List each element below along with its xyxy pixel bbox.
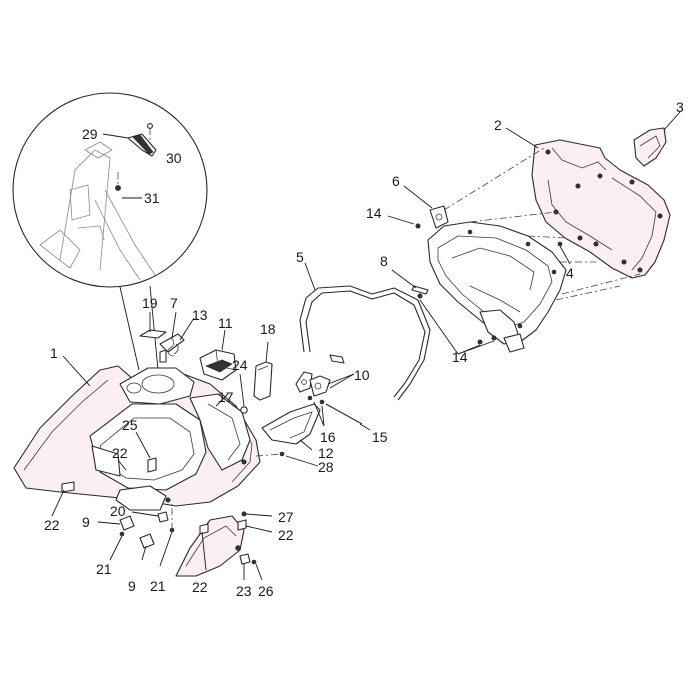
screw-part-28	[255, 451, 319, 467]
callout-26: 26	[258, 583, 274, 599]
callout-22a: 22	[44, 517, 60, 533]
callout-21a: 21	[96, 561, 112, 577]
lower-spoiler	[175, 515, 245, 577]
callout-3: 3	[676, 99, 684, 115]
callout-22d: 22	[278, 527, 294, 543]
callout-22c: 22	[192, 579, 208, 595]
screws-part-14	[387, 215, 497, 355]
screws-part-21	[109, 504, 175, 567]
parts-23-26	[239, 553, 263, 581]
callout-20: 20	[110, 503, 126, 519]
detail-magnifier	[12, 92, 208, 371]
clip-part-4	[557, 241, 571, 265]
relay-part-11	[199, 329, 237, 381]
alignment-lines-6-2	[443, 147, 641, 301]
callout-22b: 22	[112, 445, 128, 461]
clips-part-9	[97, 515, 155, 561]
rod-part-15	[325, 403, 371, 431]
holder-part-18	[253, 341, 273, 401]
tray-part-12	[261, 403, 321, 451]
callout-9a: 9	[82, 514, 90, 530]
screw-part-27	[241, 511, 273, 517]
inner-fairing-part-6	[427, 205, 567, 353]
nut-part-20	[131, 511, 169, 523]
leader-2	[505, 127, 539, 149]
callout-19: 19	[142, 295, 158, 311]
callout-7: 7	[170, 295, 178, 311]
callout-21b: 21	[150, 578, 166, 594]
callout-28: 28	[318, 459, 334, 475]
callout-4: 4	[566, 265, 574, 281]
callout-2: 2	[494, 117, 502, 133]
screw-part-8	[391, 269, 429, 295]
callout-14b: 14	[452, 349, 468, 365]
callout-labels: 1 2 3 4 5 6 7 8 9 9 10 11 12 13 14 14 15…	[44, 99, 684, 599]
callout-15: 15	[372, 429, 388, 445]
lens-part-3	[633, 111, 681, 167]
callout-25: 25	[122, 417, 138, 433]
rivet-part-31	[115, 185, 121, 191]
spring-part-13	[167, 317, 195, 357]
pin-part-19	[139, 312, 167, 339]
callout-17: 17	[218, 389, 234, 405]
callout-11: 11	[218, 315, 233, 331]
clips-part-22-lower	[199, 519, 273, 571]
callout-5: 5	[296, 249, 304, 265]
callout-6: 6	[392, 173, 400, 189]
callout-13: 13	[192, 307, 208, 323]
callout-23: 23	[236, 583, 252, 599]
detail-steering-column	[39, 141, 156, 281]
bracket-part-7	[159, 311, 185, 363]
callout-1: 1	[50, 345, 58, 361]
latch-part-10	[295, 371, 355, 397]
callout-8: 8	[380, 253, 388, 269]
callout-9b: 9	[128, 578, 136, 594]
callout-27: 27	[278, 509, 294, 525]
clip-part-25	[135, 431, 157, 473]
callout-16: 16	[320, 429, 336, 445]
leader-17	[215, 393, 229, 407]
callout-31: 31	[144, 190, 160, 206]
screw-part-30	[147, 123, 153, 129]
callout-24: 24	[232, 357, 248, 373]
callout-12: 12	[318, 445, 334, 461]
callout-30: 30	[166, 150, 182, 166]
screw-part-24	[239, 373, 248, 414]
callout-29: 29	[82, 126, 98, 142]
seal-part-5	[299, 262, 431, 401]
rear-panel-part-2	[531, 139, 671, 279]
callout-10: 10	[354, 367, 370, 383]
front-shield-part-1	[13, 355, 261, 511]
leader-6	[403, 185, 433, 209]
screws-part-16	[307, 395, 325, 427]
clip-part-22-left	[51, 459, 127, 517]
callout-14a: 14	[366, 205, 382, 221]
callout-18: 18	[260, 321, 276, 337]
